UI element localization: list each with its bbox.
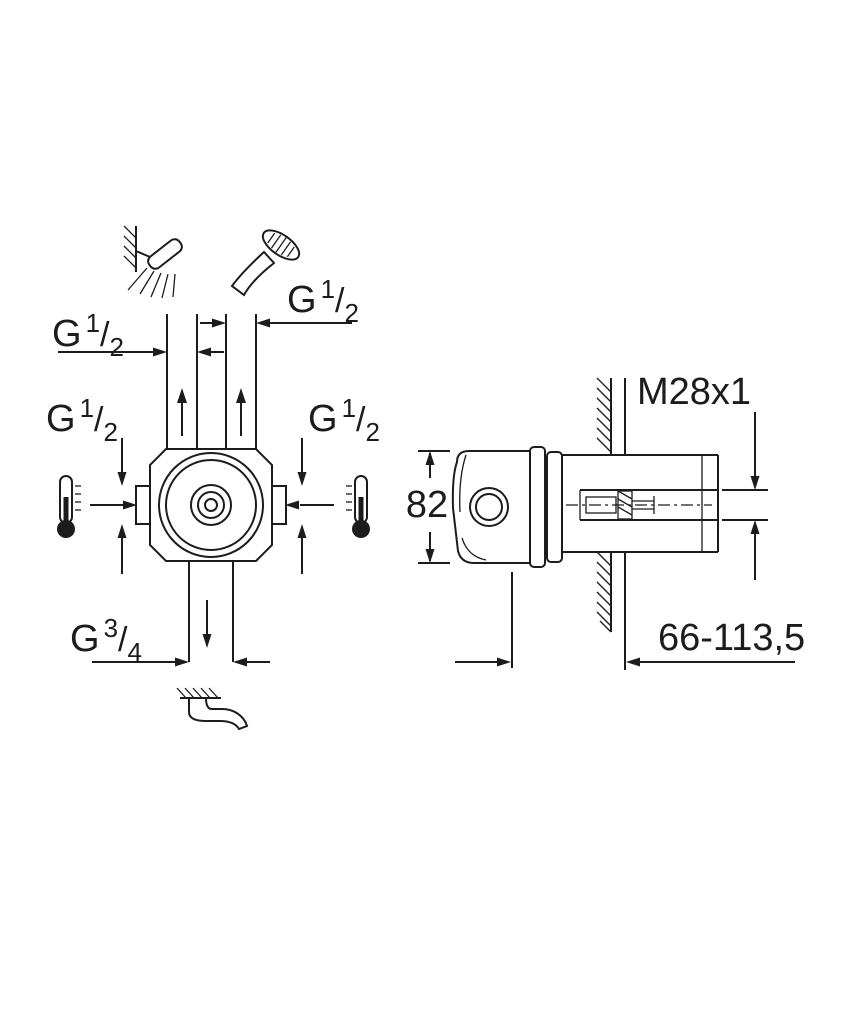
fraction-numerator: 3	[104, 613, 118, 643]
label-base: G	[46, 398, 76, 440]
valve-body-side	[451, 446, 719, 568]
hand-shower-icon	[230, 229, 301, 297]
fraction-slash: /	[100, 316, 110, 354]
bath-spout-icon	[188, 697, 249, 731]
fraction-slash: /	[335, 282, 345, 320]
fraction-slash: /	[356, 401, 366, 439]
dim-g12-right-side	[297, 438, 307, 574]
flow-arrow-up-right	[236, 388, 246, 436]
fraction-denominator: 2	[103, 417, 117, 447]
flow-arrow-down	[202, 600, 212, 648]
label-depth-range: 66-113,5	[658, 617, 805, 659]
bottom-pipe	[188, 561, 234, 662]
fraction-denominator: 4	[127, 637, 141, 667]
wall-hatch-top	[123, 225, 137, 272]
fraction-numerator: 1	[342, 393, 356, 423]
flow-arrow-up-left	[177, 388, 187, 436]
fraction-denominator: 2	[344, 298, 358, 328]
valve-body-front	[135, 448, 287, 562]
label-base: G	[308, 398, 338, 440]
front-view: G1/2 G1/2 G1/2 G1/2 G3/4	[46, 225, 380, 731]
fraction-numerator: 1	[86, 308, 100, 338]
wall-mounted-hand-shower-icon	[127, 238, 183, 299]
dim-g12-top-right	[200, 318, 352, 328]
flow-arrow-left	[90, 500, 137, 510]
top-pipes	[166, 314, 257, 449]
side-view: 82 M28x1 66-113,5	[406, 371, 805, 670]
label-base: G	[52, 313, 82, 355]
dim-g34	[92, 657, 270, 667]
thermometer-icon-left	[57, 475, 81, 538]
label-base: G	[287, 279, 317, 321]
wall-hatch-side	[596, 377, 612, 633]
fraction-denominator: 2	[365, 417, 379, 447]
flow-arrow-right	[285, 500, 334, 510]
fraction-slash: /	[118, 621, 128, 659]
fraction-denominator: 2	[109, 332, 123, 362]
dim-82	[418, 450, 450, 564]
cartridge-detail	[585, 490, 655, 520]
fraction-slash: /	[94, 401, 104, 439]
wall-hatch-bottom	[176, 687, 221, 699]
fraction-numerator: 1	[80, 393, 94, 423]
dim-depth	[455, 572, 795, 668]
label-base: G	[70, 618, 100, 660]
dim-g12-left-top	[58, 347, 224, 357]
label-m28: M28x1	[637, 371, 751, 413]
dim-m28	[722, 412, 768, 580]
fraction-numerator: 1	[321, 274, 335, 304]
dim-g12-left-side	[117, 438, 127, 574]
label-82: 82	[406, 484, 448, 526]
thermometer-icon-right	[346, 475, 370, 538]
side-wall	[596, 377, 626, 670]
